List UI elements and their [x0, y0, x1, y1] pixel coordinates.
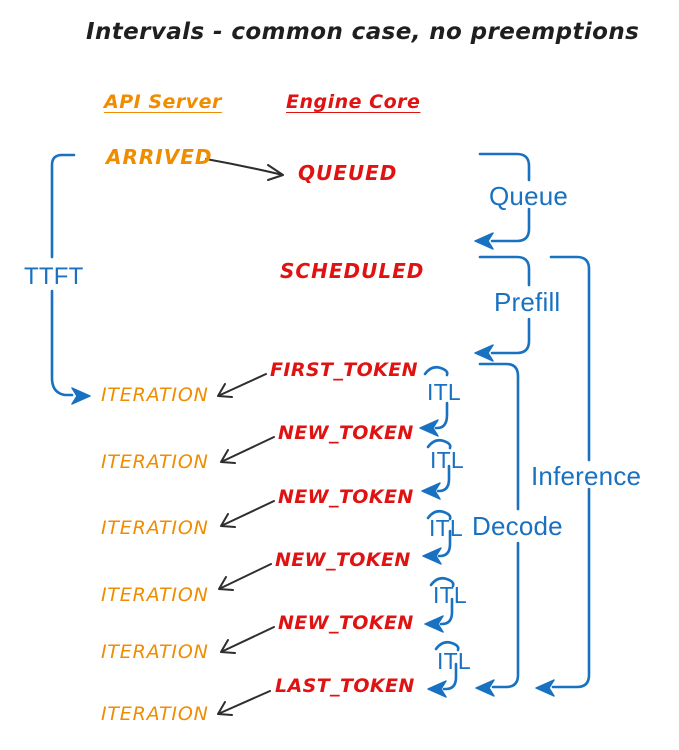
interval-label-itl-2: ITL	[430, 447, 464, 473]
event-new-token-2: NEW_TOKEN	[278, 486, 414, 508]
arrow-new-token-1-to-iteration	[220, 436, 275, 464]
arrow-last-token-to-iteration	[217, 690, 271, 716]
event-iteration-1: ITERATION	[101, 384, 209, 406]
interval-label-itl-3: ITL	[429, 515, 463, 541]
ttft-bracket	[50, 153, 76, 397]
ttft-arrowhead	[71, 387, 91, 405]
queue-arrowhead	[474, 232, 494, 250]
event-queued: QUEUED	[298, 161, 398, 185]
inference-bracket	[549, 255, 591, 689]
arrow-first-token-to-iteration	[217, 373, 267, 398]
itl-arrowhead-4	[424, 615, 444, 633]
interval-label-itl-5: ITL	[437, 648, 471, 674]
itl-arc-3	[426, 509, 452, 521]
itl-hook-4	[439, 597, 454, 626]
itl-arc-1	[423, 365, 449, 377]
prefill-arrowhead	[474, 344, 494, 362]
arrow-new-token-4-to-iteration	[220, 626, 275, 654]
itl-hook-1	[434, 401, 449, 430]
interval-label-inference: Inference	[531, 461, 642, 491]
diagram-title: Intervals - common case, no preemptions	[86, 19, 640, 45]
itl-arc-4	[429, 576, 455, 588]
column-header-api-server: API Server	[104, 91, 222, 113]
event-last-token: LAST_TOKEN	[275, 675, 415, 697]
itl-arrowhead-3	[422, 547, 442, 565]
arrow-new-token-2-to-iteration	[220, 500, 275, 528]
event-iteration-2: ITERATION	[101, 451, 209, 473]
itl-hook-2	[436, 464, 451, 493]
event-new-token-1: NEW_TOKEN	[278, 422, 414, 444]
prefill-bracket	[478, 255, 531, 355]
event-scheduled: SCHEDULED	[280, 259, 425, 283]
interval-label-ttft: TTFT	[24, 263, 84, 290]
itl-arc-5	[434, 640, 460, 652]
itl-arrowhead-1	[419, 419, 439, 437]
itl-hook-3	[437, 529, 452, 558]
inference-arrowhead	[535, 679, 555, 697]
event-iteration-4: ITERATION	[101, 584, 209, 606]
decode-bracket	[478, 362, 520, 689]
interval-label-prefill: Prefill	[494, 287, 561, 317]
itl-hook-5	[442, 662, 458, 691]
interval-label-decode: Decode	[472, 511, 563, 541]
arrow-new-token-3-to-iteration	[218, 563, 272, 591]
event-new-token-3: NEW_TOKEN	[275, 549, 411, 571]
queue-bracket	[478, 152, 531, 243]
event-first-token: FIRST_TOKEN	[270, 359, 418, 381]
interval-label-itl-4: ITL	[433, 582, 467, 608]
event-new-token-4: NEW_TOKEN	[278, 612, 414, 634]
interval-label-queue: Queue	[489, 181, 569, 211]
event-iteration-3: ITERATION	[101, 517, 209, 539]
event-iteration-6: ITERATION	[101, 703, 209, 725]
arrow-arrived-to-queued	[205, 158, 284, 181]
event-arrived: ARRIVED	[106, 145, 213, 169]
interval-label-itl-1: ITL	[427, 379, 461, 405]
event-iteration-5: ITERATION	[101, 641, 209, 663]
itl-arc-2	[426, 438, 452, 450]
column-header-engine-core: Engine Core	[286, 91, 421, 113]
decode-arrowhead	[475, 679, 495, 697]
itl-arrowhead-5	[427, 680, 447, 698]
itl-arrowhead-2	[421, 482, 441, 500]
